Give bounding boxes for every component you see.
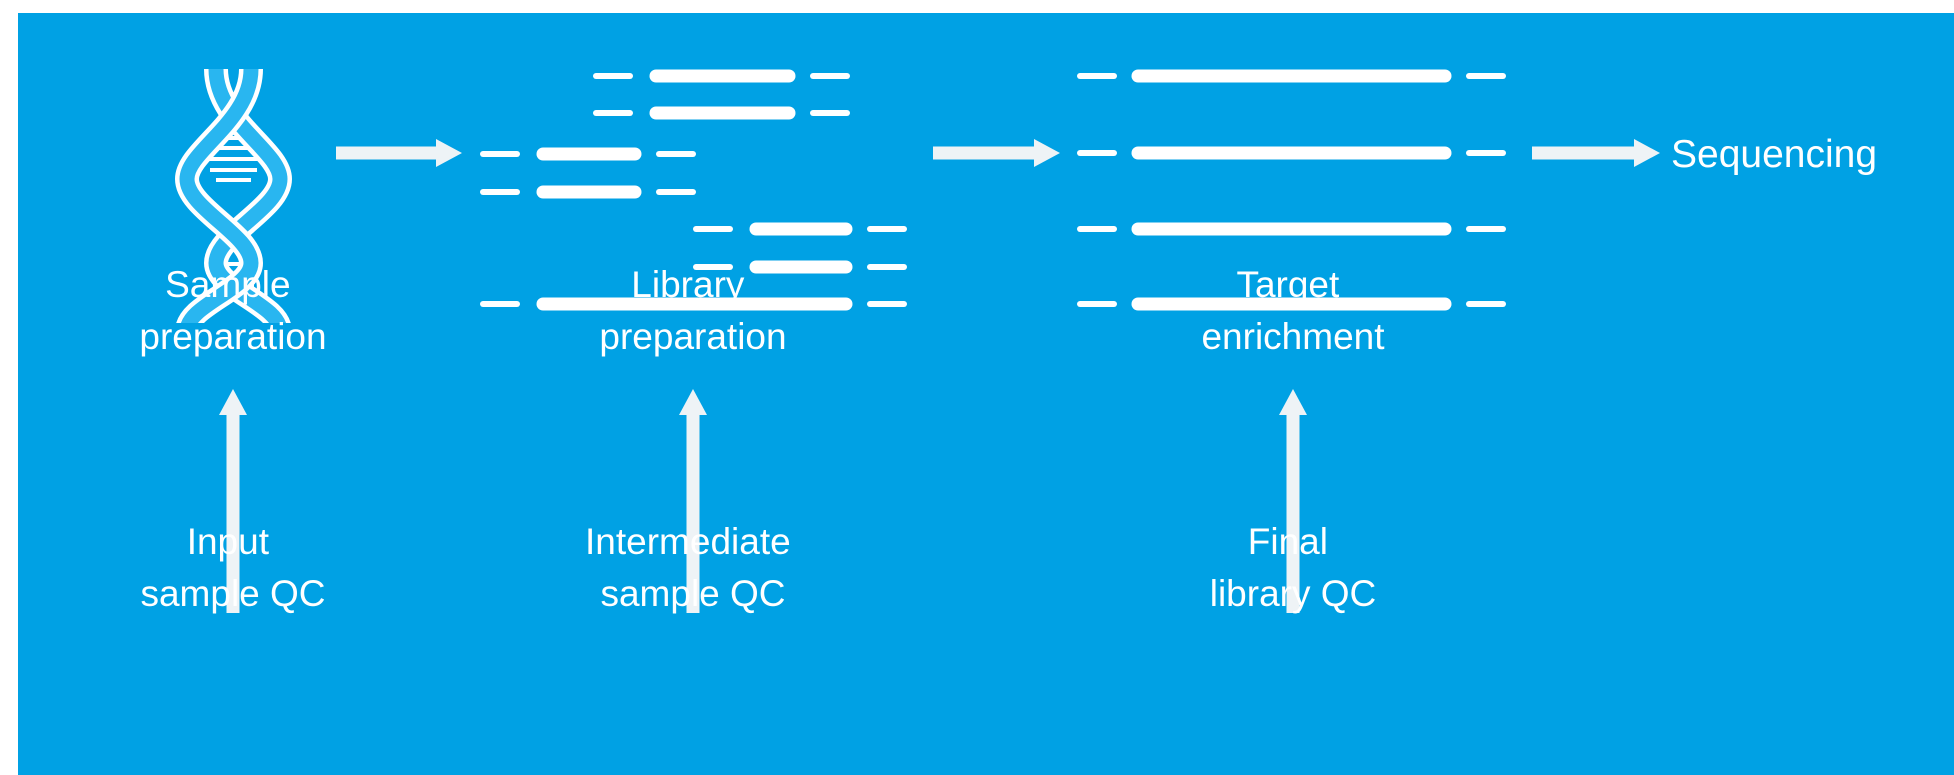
sequencing-label: Sequencing	[1671, 133, 1877, 176]
workflow-panel: Sample preparation Library preparation T…	[18, 13, 1954, 775]
qc-label-sample: Input sample QC	[140, 521, 325, 614]
qc-label-library: Intermediate sample QC	[585, 521, 801, 614]
dna-helix-icon	[175, 68, 292, 323]
stage-title-target: Target enrichment	[1201, 264, 1385, 357]
workflow-diagram: Sample preparation Library preparation T…	[139, 68, 1877, 614]
stage-title-library: Library preparation	[599, 264, 786, 357]
arrow-library-to-target	[933, 139, 1060, 167]
enriched-fragments	[1077, 69, 1506, 311]
qc-label-target: Final library QC	[1210, 521, 1377, 614]
qc-arrow-target	[1279, 389, 1307, 613]
qc-arrow-library	[679, 389, 707, 613]
stage-title-sample: Sample preparation	[139, 264, 326, 357]
arrow-target-to-sequencing	[1532, 139, 1660, 167]
library-fragments	[480, 69, 907, 311]
arrow-sample-to-library	[336, 139, 462, 167]
qc-arrow-sample	[219, 389, 247, 613]
